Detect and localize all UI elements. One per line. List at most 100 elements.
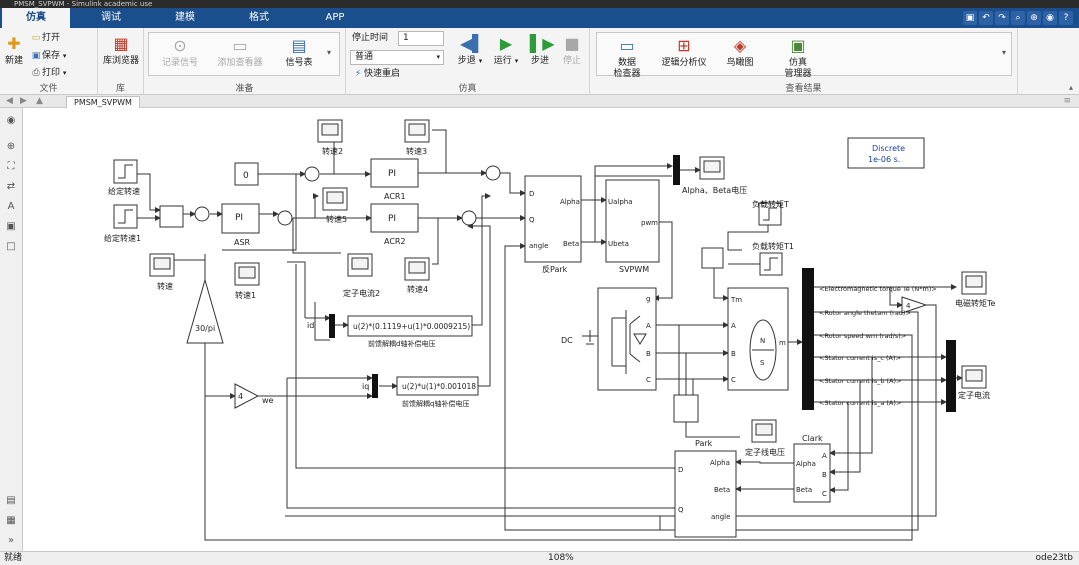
tab-simulation[interactable]: 仿真 <box>2 8 70 28</box>
run-button[interactable]: ▶ 运行 ▾ <box>493 34 519 66</box>
new-button[interactable]: ✚ 新建 <box>2 34 26 67</box>
simulate-group: 停止时间 1 普通 ▾ ⚡快速重启 ◀▌ 步退 ▾ ▶ 运行 ▾ ▌▶ 步进 <box>346 28 590 95</box>
annotation-icon[interactable]: A <box>7 201 15 212</box>
print-button[interactable]: ⎙打印 ▾ <box>30 67 66 80</box>
svg-text:u(2)*u(1)*0.001018: u(2)*u(1)*0.001018 <box>402 382 476 391</box>
svg-text:<Rotor angle thetam (rad)>: <Rotor angle thetam (rad)> <box>819 309 911 317</box>
info-icon[interactable]: ◉ <box>1043 11 1057 25</box>
model-tab[interactable]: PMSM_SVPWM <box>66 96 140 108</box>
review-expand-icon[interactable]: ▾ <box>1002 48 1007 57</box>
svg-text:ACR2: ACR2 <box>384 237 406 246</box>
help-icon[interactable]: ? <box>1059 11 1073 25</box>
area-icon[interactable]: □ <box>6 241 16 252</box>
tab-debug[interactable]: 调试 <box>101 12 121 23</box>
collapse-ribbon-icon[interactable]: ▴ <box>1068 83 1073 92</box>
svg-text:A: A <box>731 322 736 330</box>
step-back-button[interactable]: ◀▌ 步退 ▾ <box>457 34 485 66</box>
simulation-mode-select[interactable]: 普通 ▾ <box>350 50 444 65</box>
fit-view-icon[interactable]: ⛶ <box>7 161 15 172</box>
svg-text:B: B <box>731 350 736 358</box>
open-button[interactable]: ▭打开 <box>31 33 61 43</box>
stop-button[interactable]: ■ 停止 <box>562 34 581 66</box>
speed-sum2-block[interactable] <box>277 210 293 226</box>
svg-text:PI: PI <box>388 214 396 224</box>
save-button[interactable]: ▣保存 ▾ <box>31 51 67 61</box>
svg-text:angle: angle <box>711 513 730 521</box>
mux-stator-current[interactable] <box>946 340 956 412</box>
model-data-icon[interactable]: ▦ <box>6 515 16 526</box>
svg-text:A: A <box>646 322 651 330</box>
acr2-pi-block[interactable] <box>370 203 419 233</box>
arrow-icon[interactable]: ⇄ <box>6 181 16 192</box>
library-browser-button[interactable]: ▦ 库浏览器 <box>102 34 139 66</box>
add-viewer-button[interactable]: ▭ 添加查看器 <box>217 36 263 68</box>
asr-pi-block[interactable] <box>221 203 260 234</box>
image-icon[interactable]: ▣ <box>6 221 16 232</box>
solver-name[interactable]: ode23tb <box>1035 553 1073 563</box>
zoom-in-icon[interactable]: ⊕ <box>6 141 16 152</box>
tab-app[interactable]: APP <box>325 12 345 23</box>
svpwm-block[interactable] <box>605 179 660 263</box>
svg-text:u(2)*(0.1119+u(1)*0.0009215): u(2)*(0.1119+u(1)*0.0009215) <box>353 322 470 331</box>
svg-text:we: we <box>262 396 274 405</box>
svg-text:Ubeta: Ubeta <box>608 240 629 248</box>
save-icon[interactable]: ▣ <box>963 11 977 25</box>
step-back-icon: ◀▌ <box>460 34 485 53</box>
step-forward-button[interactable]: ▌▶ 步进 <box>530 34 555 66</box>
explorer-bar-icon[interactable]: ≡ <box>1063 96 1071 106</box>
data-inspector-button[interactable]: ▭ 数据 检查器 <box>613 36 641 79</box>
bird-view-button[interactable]: ◈ 鸟瞰图 <box>726 36 754 68</box>
load-torque1-step-block[interactable] <box>759 252 783 276</box>
svg-text:30/pi: 30/pi <box>195 324 215 333</box>
zoom-level[interactable]: 108% <box>548 553 574 563</box>
inverter-block[interactable] <box>597 287 657 391</box>
mux-d[interactable] <box>329 314 335 338</box>
constant-zero-block[interactable] <box>234 162 259 186</box>
ud-sum-block[interactable] <box>485 165 501 181</box>
clark-block[interactable] <box>793 443 831 503</box>
load-sum-block[interactable] <box>701 247 724 269</box>
undo-icon[interactable]: ↶ <box>979 11 993 25</box>
stop-time-input[interactable]: 1 <box>398 31 444 46</box>
expand-palette-icon[interactable]: » <box>7 535 15 546</box>
tab-modeling[interactable]: 建模 <box>175 12 195 23</box>
tab-format[interactable]: 格式 <box>249 12 269 23</box>
zoom-icon[interactable]: ⊕ <box>1027 11 1041 25</box>
powergui-block[interactable] <box>847 137 925 169</box>
forward-icon[interactable]: ▶ <box>20 96 27 106</box>
park-block[interactable] <box>674 450 737 538</box>
logic-analyzer-icon: ⊞ <box>677 36 691 55</box>
svg-text:<Rotor speed wm (rad/s)>: <Rotor speed wm (rad/s)> <box>819 332 906 340</box>
up-icon[interactable]: ▲ <box>36 96 43 106</box>
svg-text:B: B <box>646 350 651 358</box>
log-signal-button[interactable]: ⊙ 记录信号 <box>161 36 198 68</box>
gain-4b-block[interactable] <box>901 296 928 314</box>
bus-selector[interactable] <box>802 268 814 410</box>
uq-sum-block[interactable] <box>461 210 477 226</box>
back-icon[interactable]: ◀ <box>6 96 13 106</box>
prepare-expand-icon[interactable]: ▾ <box>327 48 332 57</box>
input-sum-block[interactable] <box>159 205 184 228</box>
fcn-d-block[interactable] <box>347 315 473 337</box>
mux-alpha-beta[interactable] <box>673 155 680 185</box>
logic-analyzer-button[interactable]: ⊞ 逻辑分析仪 <box>661 36 707 68</box>
model-canvas[interactable]: 给定转速 给定转速1 转速 转速1 转速2 转速3 转速5 转速4 定子电流2 … <box>24 108 1079 551</box>
inverse-park-block[interactable] <box>524 175 582 263</box>
search-icon[interactable]: ⌕ <box>1011 11 1025 25</box>
acr1-pi-block[interactable] <box>370 158 419 188</box>
speed-sum-block[interactable] <box>194 206 210 222</box>
hide-browser-icon[interactable]: ◉ <box>6 115 16 126</box>
mux-q[interactable] <box>372 374 378 398</box>
fast-restart-button[interactable]: ⚡快速重启 <box>352 68 400 81</box>
sim-manager-button[interactable]: ▣ 仿真 管理器 <box>784 36 812 79</box>
fcn-q-block[interactable] <box>396 376 479 396</box>
svg-text:定子电流2: 定子电流2 <box>343 288 380 298</box>
id-sum-block[interactable] <box>304 166 320 182</box>
gain-4-block[interactable] <box>234 383 260 409</box>
redo-icon[interactable]: ↷ <box>995 11 1009 25</box>
gain-30pi-block[interactable] <box>186 278 224 344</box>
review-group: ▭ 数据 检查器 ⊞ 逻辑分析仪 ◈ 鸟瞰图 ▣ 仿真 管理器 ▾ 查看结果 <box>590 28 1018 95</box>
voltage-measurement-block[interactable] <box>673 394 699 423</box>
signal-table-button[interactable]: ▤ 信号表 <box>285 36 313 68</box>
property-inspector-icon[interactable]: ▤ <box>6 495 16 506</box>
